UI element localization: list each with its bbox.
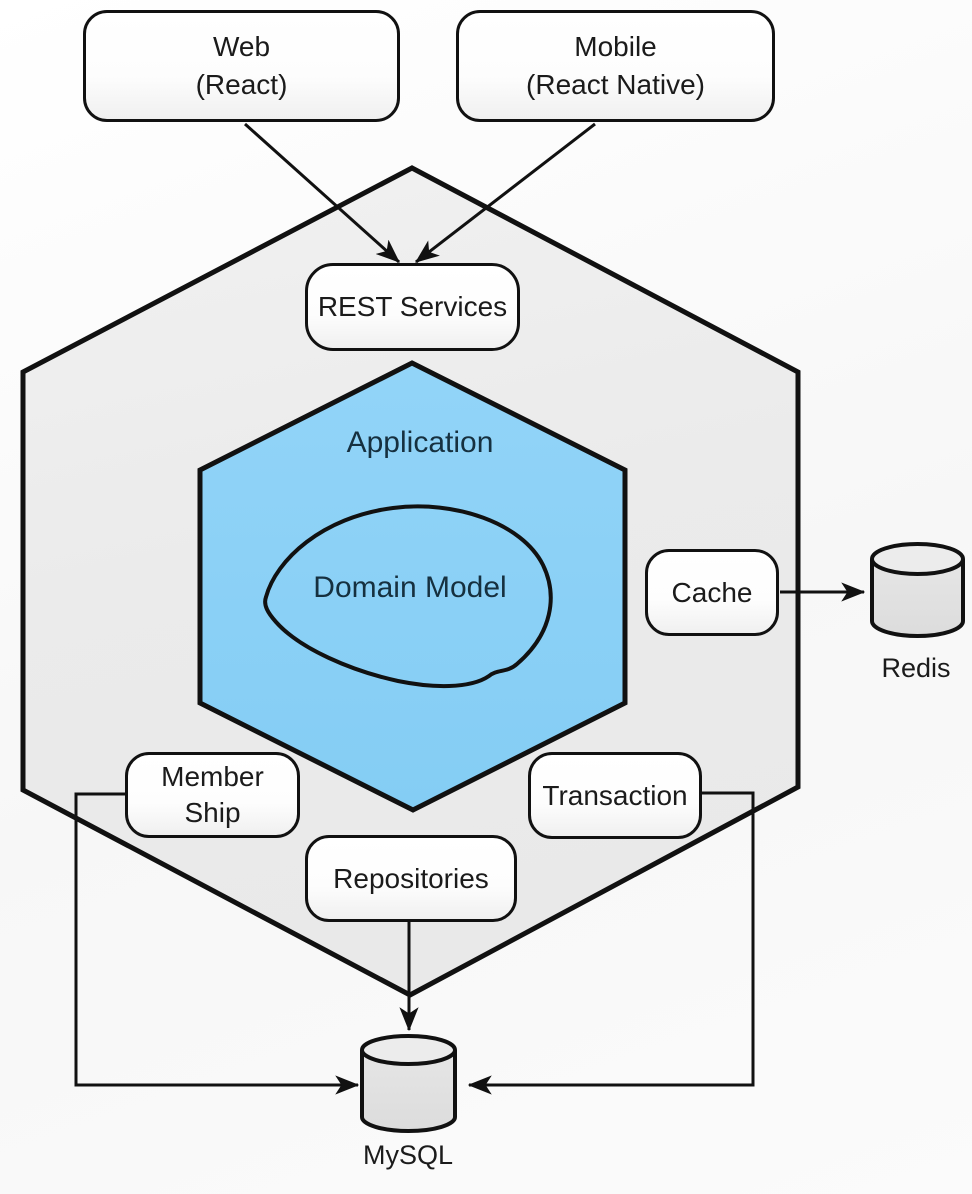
mysql-label: MySQL bbox=[362, 1140, 454, 1170]
transaction-label: Transaction bbox=[542, 779, 688, 811]
mobile-node-label-line1: Mobile bbox=[574, 31, 657, 62]
mobile-node: Mobile (React Native) bbox=[456, 10, 775, 122]
repositories-node: Repositories bbox=[305, 835, 517, 922]
web-to-rest-arrow bbox=[243, 122, 401, 264]
membership-label-line2: Ship bbox=[184, 797, 241, 828]
domain-model-label: Domain Model bbox=[313, 571, 507, 604]
membership-to-mysql-arrow bbox=[74, 792, 360, 1095]
mobile-to-rest-arrow bbox=[415, 122, 596, 264]
mysql-database-icon bbox=[360, 1034, 457, 1133]
rest-services-node: REST Services bbox=[305, 263, 520, 351]
transaction-to-mysql-arrow bbox=[467, 791, 755, 1095]
membership-label-line1: Member bbox=[161, 761, 264, 792]
web-node: Web (React) bbox=[83, 10, 400, 122]
cache-label: Cache bbox=[671, 576, 753, 608]
redis-label: Redis bbox=[881, 653, 951, 683]
mobile-node-label-line2: (React Native) bbox=[526, 69, 705, 100]
application-label: Application bbox=[346, 426, 494, 459]
web-node-label-line1: Web bbox=[212, 31, 271, 62]
transaction-node: Transaction bbox=[528, 752, 702, 839]
rest-services-label: REST Services bbox=[317, 291, 508, 322]
redis-database-icon bbox=[870, 542, 965, 638]
domain-model-blob bbox=[263, 504, 553, 689]
cache-node: Cache bbox=[645, 549, 779, 636]
application-hexagon bbox=[197, 360, 628, 813]
membership-node: Member Ship bbox=[125, 752, 300, 838]
web-node-label-line2: (React) bbox=[195, 69, 288, 100]
repositories-label: Repositories bbox=[333, 862, 489, 894]
